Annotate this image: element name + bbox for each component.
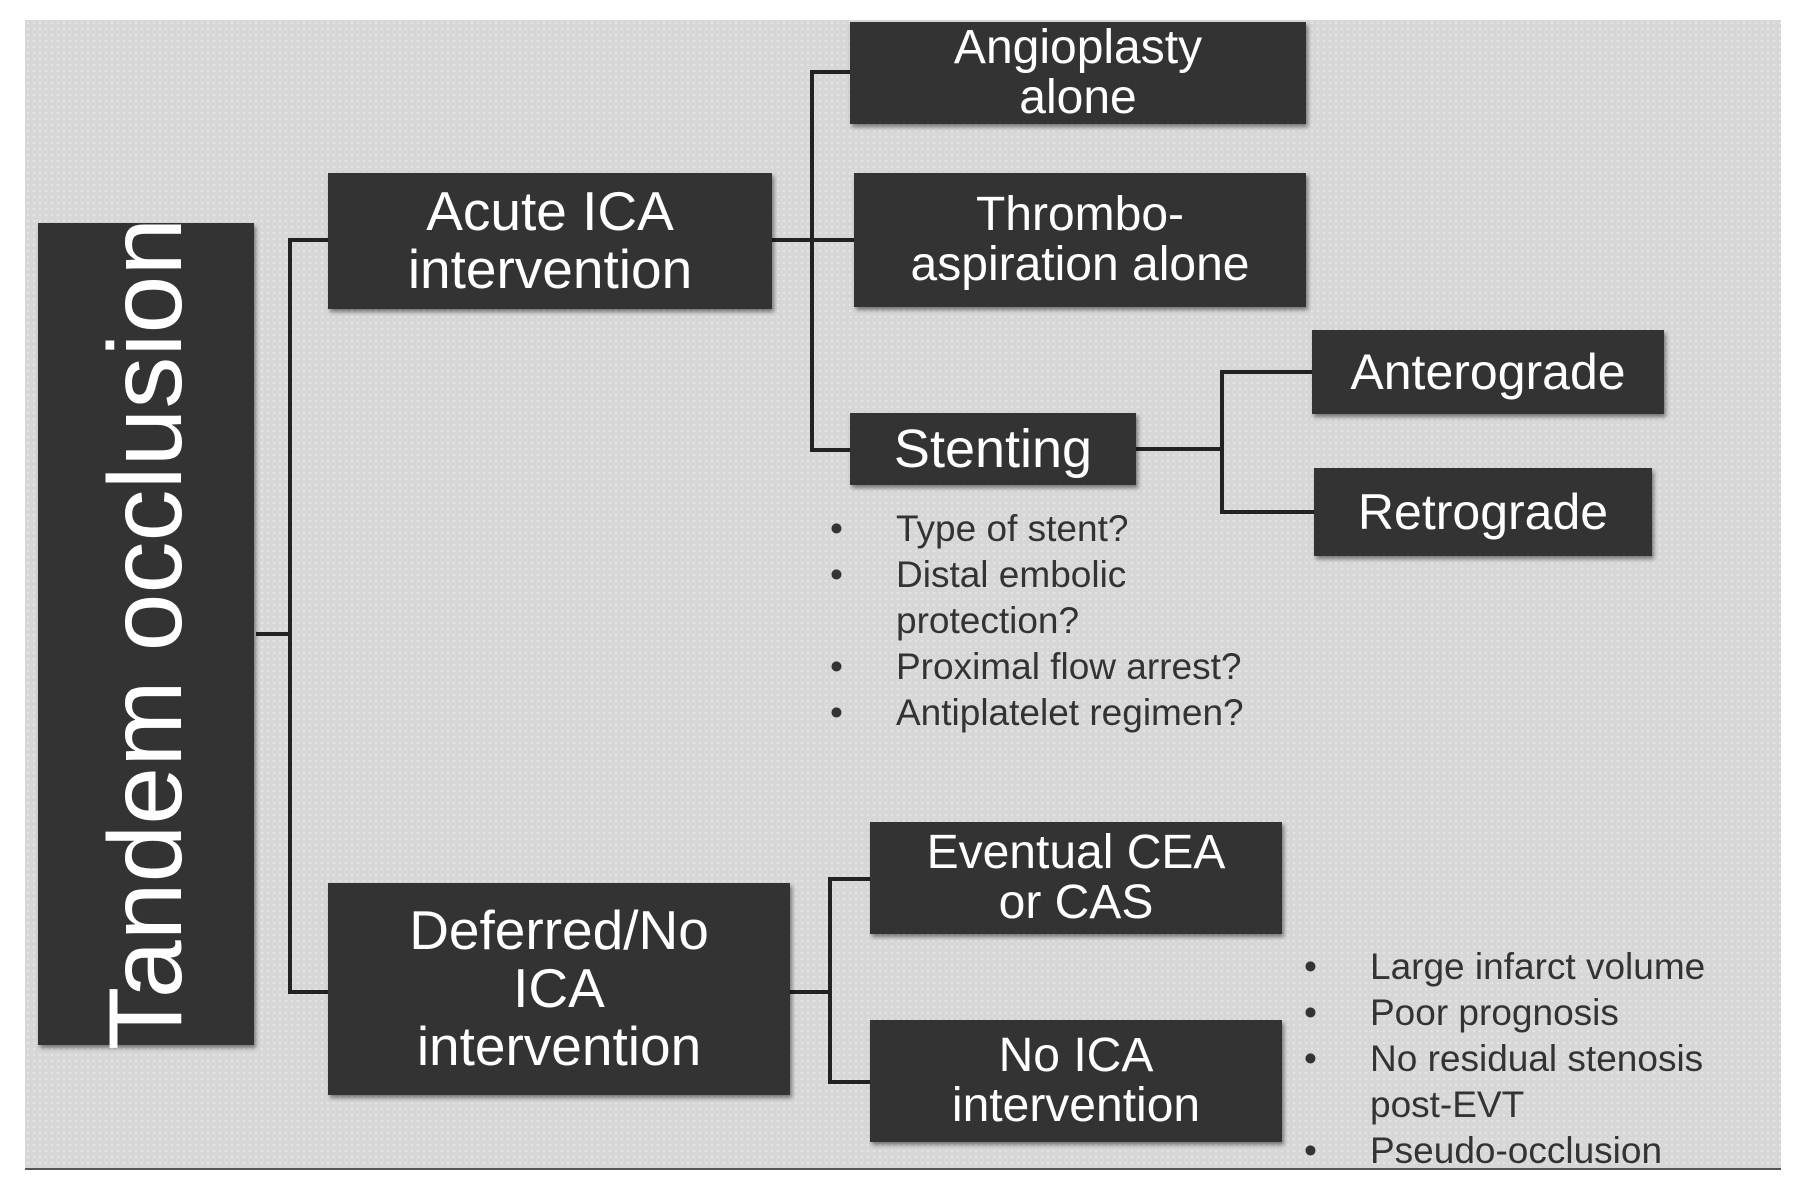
connector-stenting-vertical (1220, 370, 1224, 514)
node-no-ica-intervention-label: No ICA intervention (951, 1028, 1201, 1132)
node-anterograde-label: Anterograde (1350, 343, 1626, 400)
node-no-ica-intervention: No ICA intervention (870, 1020, 1282, 1142)
node-tandem-occlusion-label: Tandem occlusion (88, 217, 204, 1051)
stenting-questions-list: Type of stent? Distal embolic protection… (830, 506, 1244, 736)
bottom-rule (25, 1168, 1781, 1170)
node-thromboaspiration-alone: Thrombo- aspiration alone (854, 173, 1306, 307)
stenting-question-item: Distal embolic protection? (830, 552, 1244, 644)
stenting-question-item: Proximal flow arrest? (830, 644, 1244, 690)
stenting-question-item: Type of stent? (830, 506, 1244, 552)
node-deferred-no-ica-intervention: Deferred/No ICA intervention (328, 883, 790, 1095)
connector-deferred-stub (790, 990, 830, 994)
connector-stenting-stub (1136, 447, 1222, 451)
connector-to-eventual (828, 877, 870, 881)
connector-to-retrograde (1220, 510, 1314, 514)
connector-to-anterograde (1220, 370, 1312, 374)
connector-deferred-vertical (828, 877, 832, 1084)
connector-root-vertical (288, 238, 292, 994)
node-stenting-label: Stenting (893, 418, 1093, 479)
no-intervention-reason-item: Pseudo-occlusion (1304, 1128, 1705, 1174)
node-stenting: Stenting (850, 413, 1136, 485)
connector-to-acute (288, 238, 328, 242)
connector-to-no-intervention (828, 1080, 870, 1084)
node-acute-ica-intervention: Acute ICA intervention (328, 173, 772, 309)
no-intervention-reason-item: Poor prognosis (1304, 990, 1705, 1036)
connector-to-stenting (810, 448, 850, 452)
node-angioplasty-alone-label: Angioplasty alone (953, 20, 1203, 124)
node-thromboaspiration-alone-label: Thrombo- aspiration alone (910, 187, 1250, 291)
connector-root-stub (256, 632, 290, 636)
no-intervention-reason-item: Large infarct volume (1304, 944, 1705, 990)
connector-to-angioplasty (810, 70, 850, 74)
node-eventual-cea-or-cas-label: Eventual CEA or CAS (926, 825, 1226, 929)
connector-acute-vertical (810, 70, 814, 452)
node-angioplasty-alone: Angioplasty alone (850, 22, 1306, 124)
node-deferred-no-ica-intervention-label: Deferred/No ICA intervention (409, 899, 709, 1077)
node-acute-ica-intervention-label: Acute ICA intervention (407, 180, 693, 300)
no-intervention-reason-item: No residual stenosis post-EVT (1304, 1036, 1705, 1128)
node-tandem-occlusion: Tandem occlusion (38, 218, 254, 1050)
node-retrograde-label: Retrograde (1357, 483, 1609, 540)
connector-to-thromboaspiration (810, 238, 854, 242)
node-eventual-cea-or-cas: Eventual CEA or CAS (870, 822, 1282, 934)
node-retrograde: Retrograde (1314, 468, 1652, 556)
node-anterograde: Anterograde (1312, 330, 1664, 414)
connector-to-deferred (288, 990, 328, 994)
stenting-question-item: Antiplatelet regimen? (830, 690, 1244, 736)
connector-acute-stub (772, 238, 812, 242)
no-intervention-reasons-list: Large infarct volume Poor prognosis No r… (1304, 944, 1705, 1174)
